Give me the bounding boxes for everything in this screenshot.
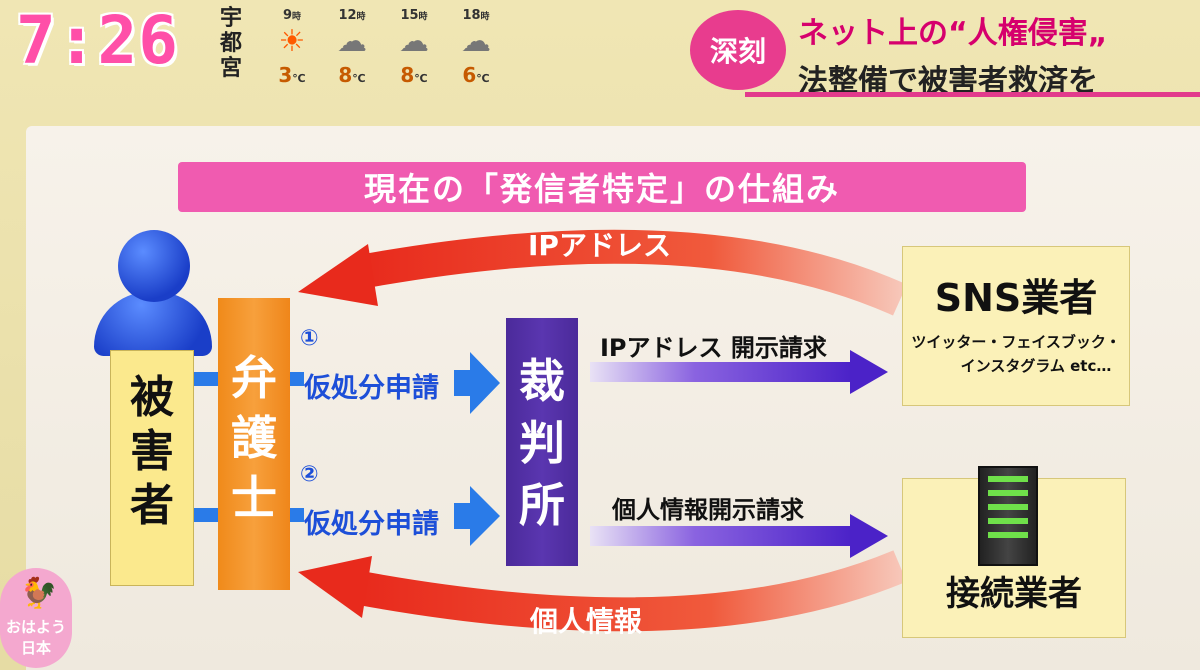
diagram-title: 現在の「発信者特定」の仕組み — [178, 162, 1026, 212]
sns-provider-box: SNS業者 ツイッター・フェイスブック・ インスタグラム etc… — [902, 246, 1130, 406]
info-return-label: 個人情報 — [530, 605, 643, 638]
weather-slot: 18時 ☁ 6℃ — [436, 8, 516, 87]
step2-arrow — [454, 503, 474, 529]
lawyer-court-connector — [290, 508, 304, 522]
step2-arrowhead — [470, 486, 500, 546]
ip-request-label: IPアドレス 開示請求 — [600, 334, 827, 362]
cloud-icon: ☁ — [461, 24, 491, 59]
victim-lawyer-connector — [194, 372, 218, 386]
cloud-icon: ☁ — [337, 24, 367, 59]
step2-label: 仮処分申請 — [304, 509, 439, 540]
info-return-arrow — [356, 550, 907, 632]
lawyer-box: 弁護士 — [218, 298, 290, 590]
step1-label: 仮処分申請 — [304, 373, 439, 404]
server-icon — [978, 466, 1038, 566]
ip-return-label: IPアドレス — [528, 229, 671, 262]
sns-provider-name: SNS業者 — [934, 276, 1098, 320]
ip-request-arrowhead — [850, 350, 888, 394]
info-return-arrowhead — [298, 556, 372, 618]
step1-arrow — [454, 370, 474, 396]
headline-line-1: ネット上の“人権侵害„ — [798, 16, 1108, 51]
lawyer-court-connector — [290, 372, 304, 386]
court-box: 裁判所 — [506, 318, 578, 566]
weather-slot: 12時 ☁ 8℃ — [312, 8, 392, 87]
ip-return-arrowhead — [298, 244, 378, 306]
step1-number: ① — [300, 326, 319, 351]
sns-provider-examples: ツイッター・フェイスブック・ インスタグラム etc… — [911, 333, 1121, 375]
victim-box: 被害者 — [110, 350, 194, 586]
topic-badge: 深刻 — [690, 10, 786, 90]
ip-request-arrow — [590, 362, 852, 382]
sun-icon: ☀ — [278, 24, 306, 59]
weather-slot: 9時 ☀ 3℃ — [252, 8, 332, 87]
program-logo: 🐓 おはよう 日本 — [0, 568, 72, 668]
isp-name: 接続業者 — [946, 574, 1082, 614]
headline-underline — [745, 92, 1200, 97]
info-request-arrow — [590, 526, 852, 546]
cloud-icon: ☁ — [399, 24, 429, 59]
info-request-arrowhead — [850, 514, 888, 558]
step2-number: ② — [300, 462, 319, 487]
weather-slot: 15時 ☁ 8℃ — [374, 8, 454, 87]
clock: 7:26 — [16, 2, 179, 79]
victim-lawyer-connector — [194, 508, 218, 522]
rooster-icon: 🐓 — [20, 576, 58, 611]
person-head-icon — [118, 230, 190, 302]
ip-return-arrow — [356, 229, 907, 316]
city-name: 宇 都 宮 — [219, 6, 242, 81]
step1-arrowhead — [470, 352, 500, 414]
info-request-label: 個人情報開示請求 — [612, 496, 804, 524]
